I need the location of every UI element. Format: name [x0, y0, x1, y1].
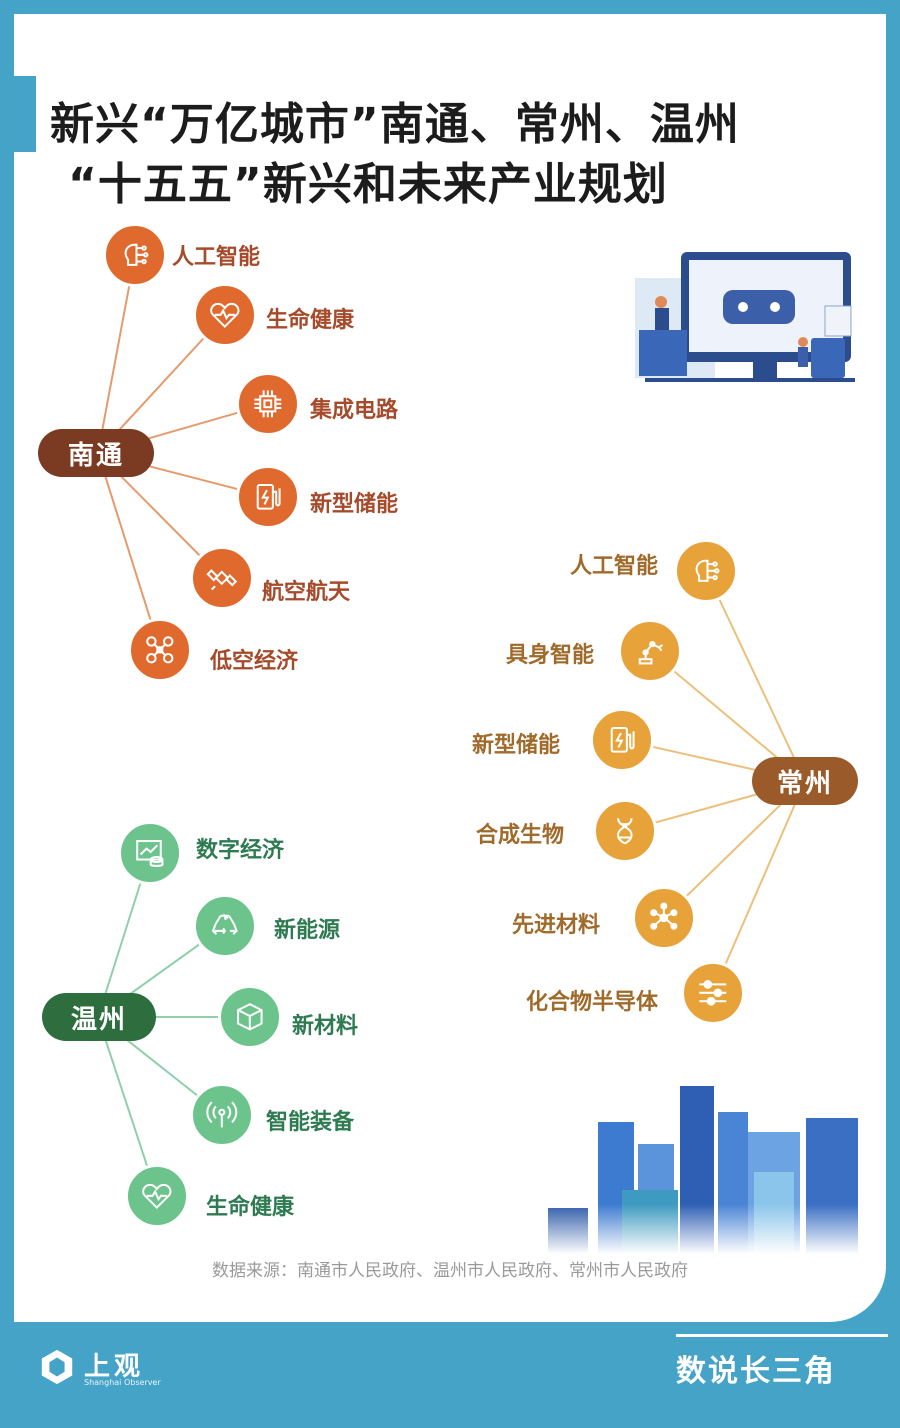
heart-pulse-icon — [125, 1164, 189, 1228]
dna-icon — [593, 799, 657, 863]
wenzhou-item-label: 生命健康 — [206, 1195, 295, 1220]
drone-icon — [128, 618, 192, 682]
column-slogan: 数说长三角 — [676, 1354, 836, 1389]
title-accent-bar — [14, 76, 36, 152]
nantong-item-label: 集成电路 — [310, 398, 399, 423]
nantong-hub: 南通 — [38, 429, 154, 477]
brand-name: 上观 — [84, 1352, 145, 1382]
heart-pulse-icon — [193, 283, 257, 347]
city-skyline-illustration — [548, 1086, 860, 1254]
nantong-item-label: 航空航天 — [262, 580, 351, 605]
changzhou-hub: 常州 — [752, 757, 858, 805]
slogan-divider — [676, 1334, 888, 1337]
recycle-icon — [193, 894, 257, 958]
chip-icon — [236, 372, 300, 436]
wenzhou-item-label: 新能源 — [274, 918, 341, 943]
page-title-line-2: “十五五”新兴和未来产业规划 — [68, 159, 668, 210]
shanghai-observer-logo-icon — [41, 1349, 73, 1385]
battery-charge-icon — [236, 465, 300, 529]
ai-computer-illustration — [635, 252, 855, 382]
sliders-icon — [681, 961, 745, 1025]
nantong-item-label: 生命健康 — [266, 308, 355, 333]
brain-circuit-icon — [103, 223, 167, 287]
signal-tower-icon — [190, 1083, 254, 1147]
robot-arm-icon — [618, 619, 682, 683]
changzhou-item-label: 新型储能 — [472, 733, 561, 758]
changzhou-item-label: 具身智能 — [506, 643, 595, 668]
wenzhou-item-label: 智能装备 — [266, 1110, 355, 1135]
changzhou-item-label: 合成生物 — [476, 823, 565, 848]
changzhou-item-label: 先进材料 — [512, 913, 601, 938]
wenzhou-item-label: 数字经济 — [196, 838, 285, 863]
battery-charge-icon — [590, 708, 654, 772]
nantong-item-label: 新型储能 — [310, 492, 399, 517]
wenzhou-hub: 温州 — [42, 993, 156, 1041]
brain-circuit-icon — [674, 539, 738, 603]
nantong-item-label: 人工智能 — [172, 245, 261, 270]
changzhou-item-label: 化合物半导体 — [526, 990, 659, 1015]
data-source-note: 数据来源：南通市人民政府、温州市人民政府、常州市人民政府 — [212, 1261, 688, 1281]
changzhou-item-label: 人工智能 — [570, 554, 659, 579]
satellite-icon — [190, 546, 254, 610]
nantong-item-label: 低空经济 — [210, 649, 299, 674]
cube-icon — [218, 985, 282, 1049]
data-chart-icon — [118, 821, 182, 885]
brand-subtitle: Shanghai Observer — [84, 1378, 161, 1387]
page-title-line-1: 新兴“万亿城市”南通、常州、温州 — [50, 99, 740, 150]
wenzhou-item-label: 新材料 — [292, 1014, 359, 1039]
molecule-icon — [632, 886, 696, 950]
